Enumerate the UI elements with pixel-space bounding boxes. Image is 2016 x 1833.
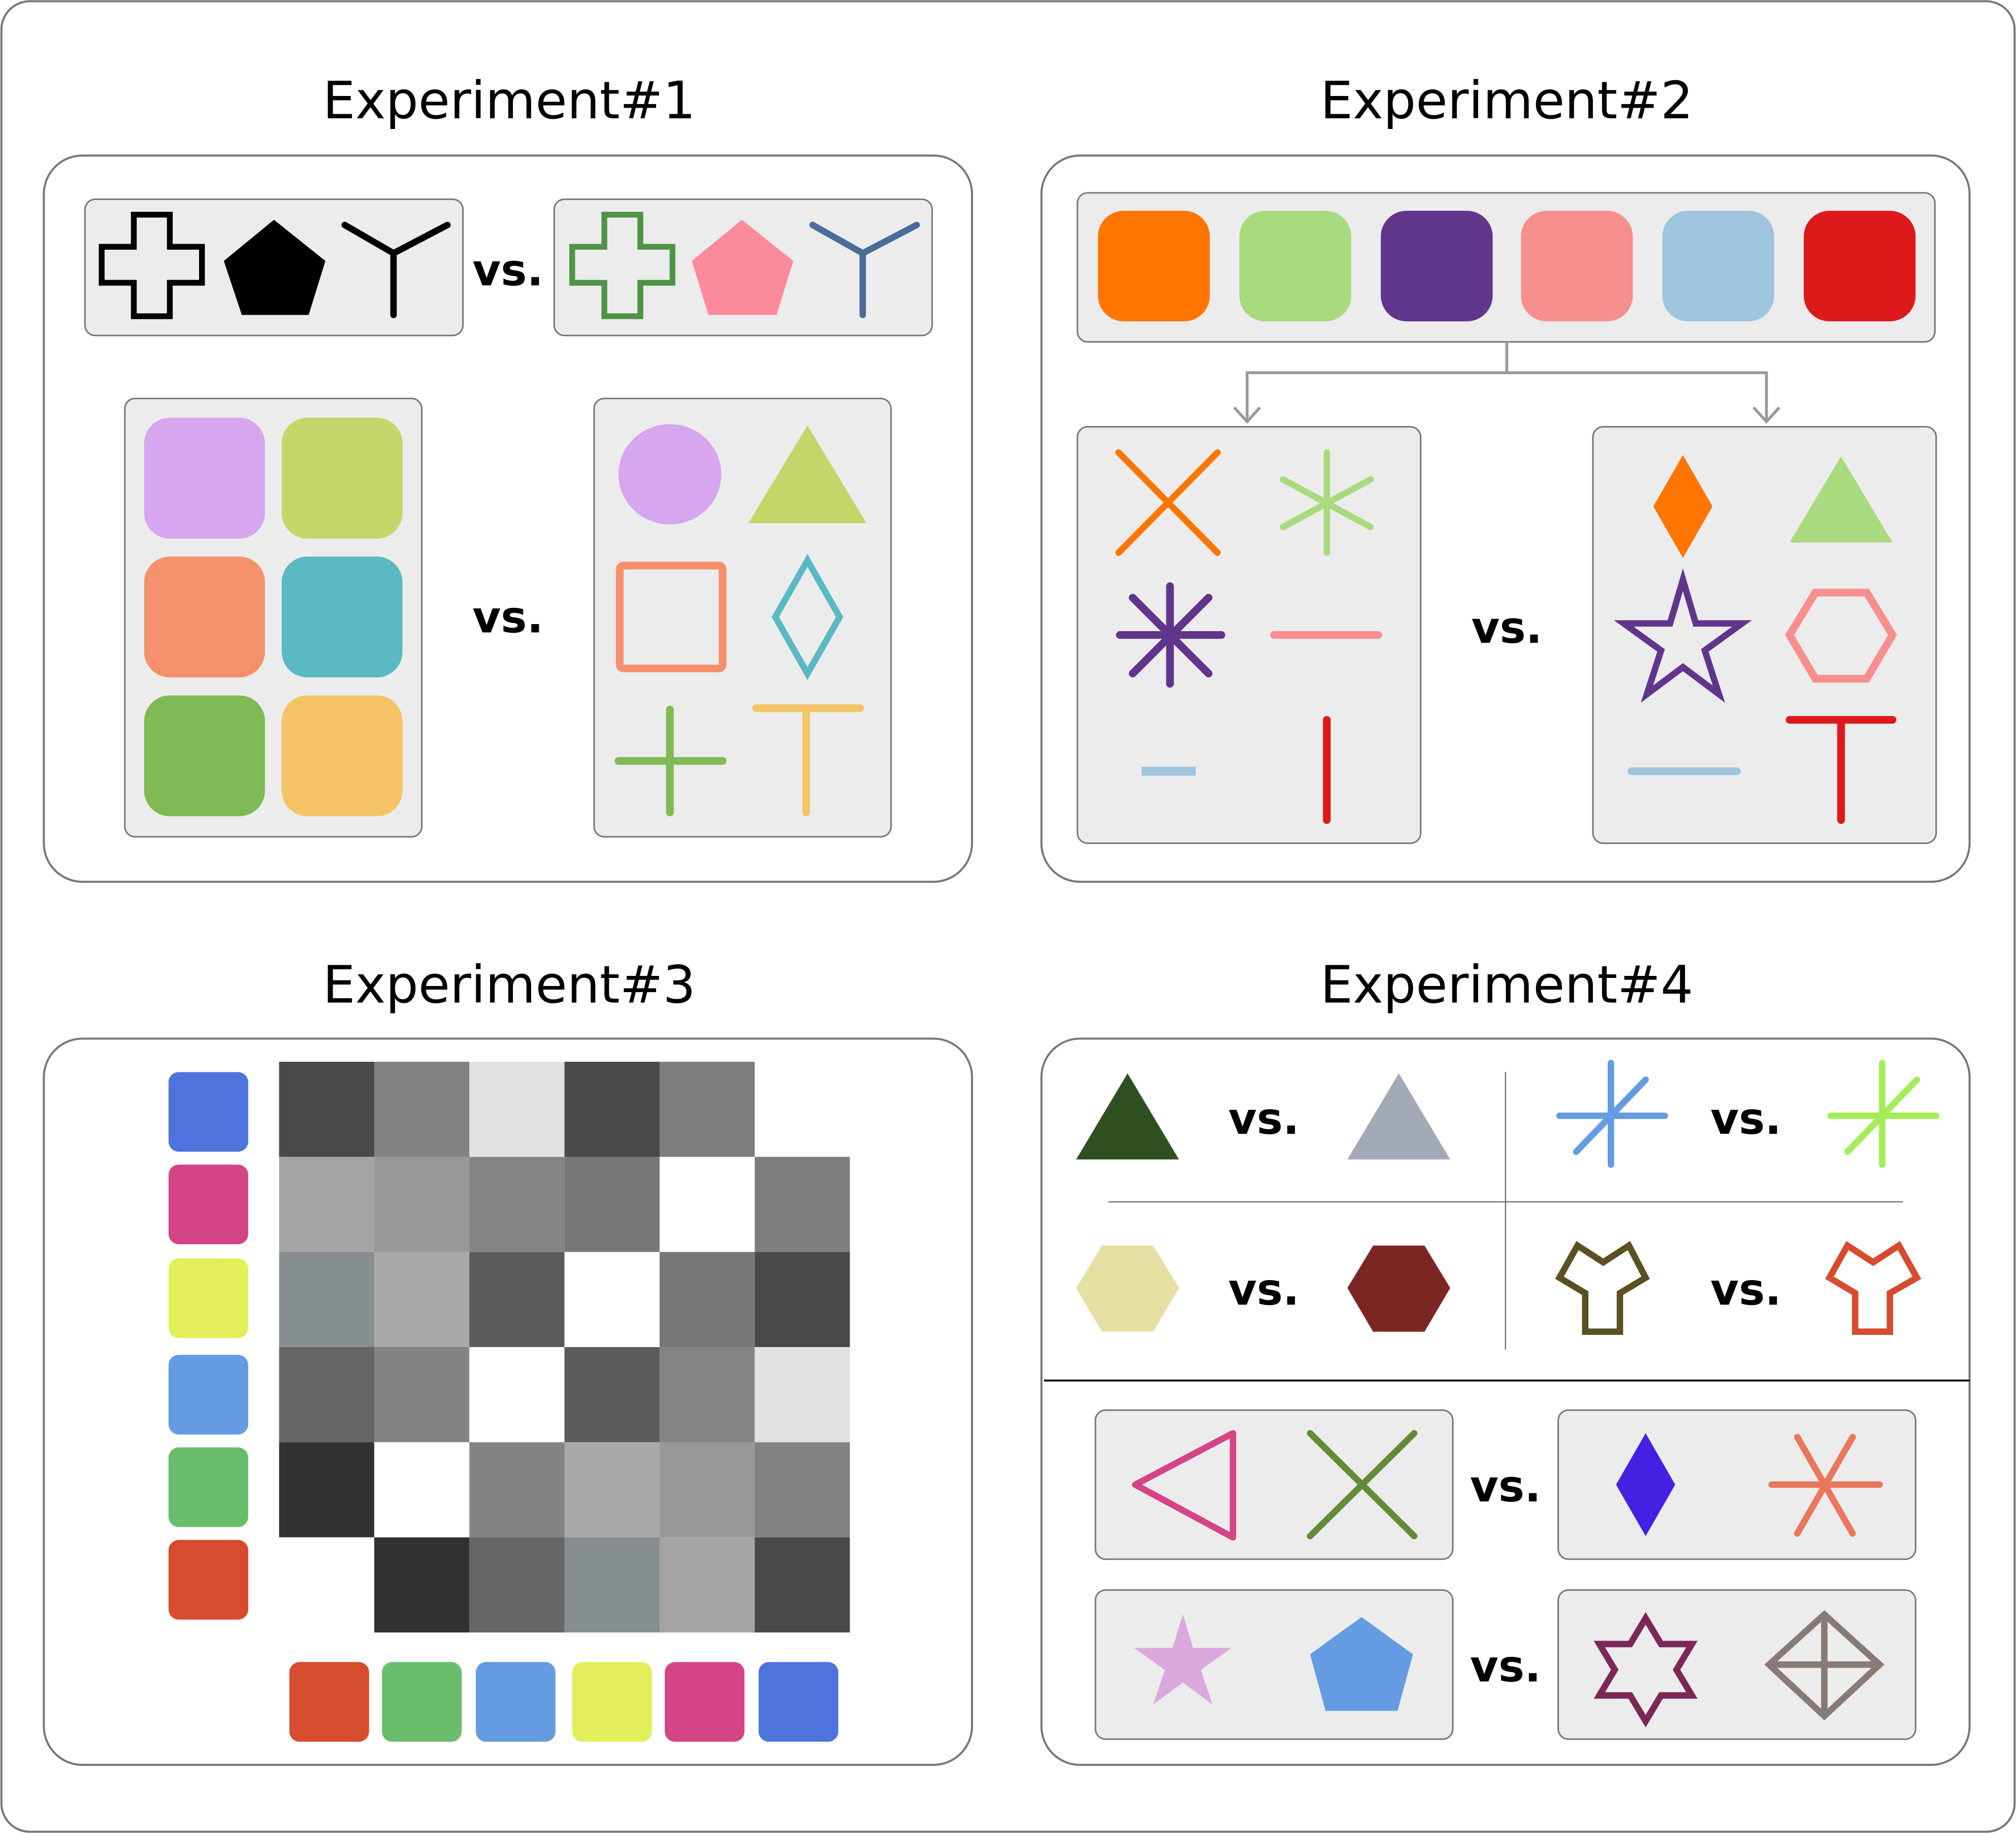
- y-branch-icon: [809, 221, 920, 318]
- y-branch-icon: [341, 221, 451, 318]
- vs-label: vs.: [472, 245, 543, 296]
- color-swatch: [144, 417, 265, 539]
- color-swatch: [281, 695, 403, 816]
- asterisk-4-icon: [1556, 1060, 1668, 1168]
- diamond-outline-icon: [771, 553, 843, 680]
- vs-label: vs.: [1470, 1461, 1541, 1512]
- experiment-3: Experiment#3: [43, 955, 973, 1766]
- cross-outline-icon: [99, 212, 205, 319]
- asterisk-6-icon: [1280, 449, 1374, 556]
- star-of-david-outline-icon: [1594, 1612, 1698, 1728]
- vs-label: vs.: [1471, 603, 1542, 653]
- y-outline-icon: [1555, 1240, 1650, 1335]
- triangle-left-outline-icon: [1132, 1430, 1237, 1541]
- color-swatch: [1098, 211, 1210, 321]
- color-swatch: [1381, 211, 1493, 321]
- color-swatch: [382, 1662, 462, 1742]
- square-outline-icon: [615, 562, 727, 673]
- diamond-cross-outline-icon: [1764, 1610, 1884, 1721]
- color-swatch: [281, 417, 403, 539]
- triangle-icon: [1347, 1073, 1450, 1160]
- x-cross-icon: [1307, 1430, 1418, 1540]
- experiment-4-frame: [1040, 1037, 1971, 1766]
- asterisk-8-icon: [1116, 582, 1225, 688]
- experiment-1: Experiment#1 vs. vs.: [43, 71, 973, 883]
- pentagon-icon: [692, 219, 794, 315]
- color-swatch: [475, 1662, 556, 1742]
- vs-label: vs.: [472, 593, 543, 643]
- y-outline-icon: [1825, 1241, 1922, 1335]
- vs-label: vs.: [1228, 1265, 1299, 1316]
- color-swatch: [168, 1447, 248, 1527]
- pentagon-icon: [1310, 1617, 1413, 1711]
- pentagon-icon: [223, 219, 326, 315]
- vs-label: vs.: [1470, 1641, 1541, 1692]
- t-shape-icon: [1785, 716, 1897, 824]
- t-shape-icon: [752, 704, 864, 816]
- arrow-down-icon: [1233, 406, 1261, 424]
- color-swatch: [144, 695, 265, 816]
- x-cross-icon: [1115, 449, 1221, 556]
- vs-label: vs.: [1228, 1094, 1299, 1144]
- circle-icon: [618, 424, 722, 525]
- color-swatch: [168, 1355, 248, 1435]
- experiment-2-title: Experiment#2: [1320, 71, 1693, 130]
- row-swatches: [168, 1072, 248, 1620]
- vs-label: vs.: [1710, 1265, 1781, 1316]
- color-swatch: [281, 557, 403, 678]
- triangle-icon: [748, 425, 867, 523]
- color-swatch: [758, 1662, 838, 1742]
- experiment-4-title: Experiment#4: [1320, 955, 1693, 1015]
- color-swatch: [289, 1662, 369, 1742]
- color-swatch: [1239, 211, 1351, 321]
- star-outline-icon: [1614, 568, 1752, 703]
- exp2-left-panel: [1077, 425, 1422, 844]
- exp4-group-panel: [1094, 1409, 1454, 1560]
- hexagon-icon: [1347, 1246, 1450, 1332]
- vs-label: vs.: [1710, 1094, 1781, 1144]
- color-swatch: [144, 557, 265, 678]
- arrow-down-icon: [1752, 406, 1780, 424]
- color-swatch: [1662, 211, 1774, 321]
- column-swatches: [289, 1662, 838, 1742]
- asterisk-4-icon: [1827, 1060, 1940, 1168]
- experiment-1-title: Experiment#1: [323, 71, 696, 130]
- similarity-matrix: [279, 1062, 850, 1633]
- color-swatch: [1521, 211, 1633, 321]
- cross-outline-icon: [569, 212, 675, 319]
- color-swatch: [168, 1540, 248, 1620]
- experiment-2: Experiment#2 vs.: [1040, 71, 1971, 883]
- plus-icon: [614, 705, 727, 816]
- color-swatch: [168, 1072, 248, 1152]
- color-swatch: [168, 1258, 248, 1338]
- asterisk-6-icon: [1768, 1433, 1883, 1537]
- triangle-icon: [1790, 456, 1893, 543]
- color-swatch: [168, 1164, 248, 1245]
- color-swatch: [572, 1662, 652, 1742]
- hexagon-outline-icon: [1785, 588, 1897, 683]
- experiment-3-title: Experiment#3: [323, 955, 696, 1015]
- color-swatch: [665, 1662, 745, 1742]
- hexagon-icon: [1076, 1246, 1179, 1332]
- star-icon: [1134, 1614, 1232, 1705]
- branch-arrows: [1233, 342, 1780, 424]
- color-swatch: [1804, 211, 1916, 321]
- experiment-4: Experiment#4 vs. vs. vs. vs. vs.: [1040, 955, 1971, 1766]
- triangle-icon: [1076, 1073, 1179, 1160]
